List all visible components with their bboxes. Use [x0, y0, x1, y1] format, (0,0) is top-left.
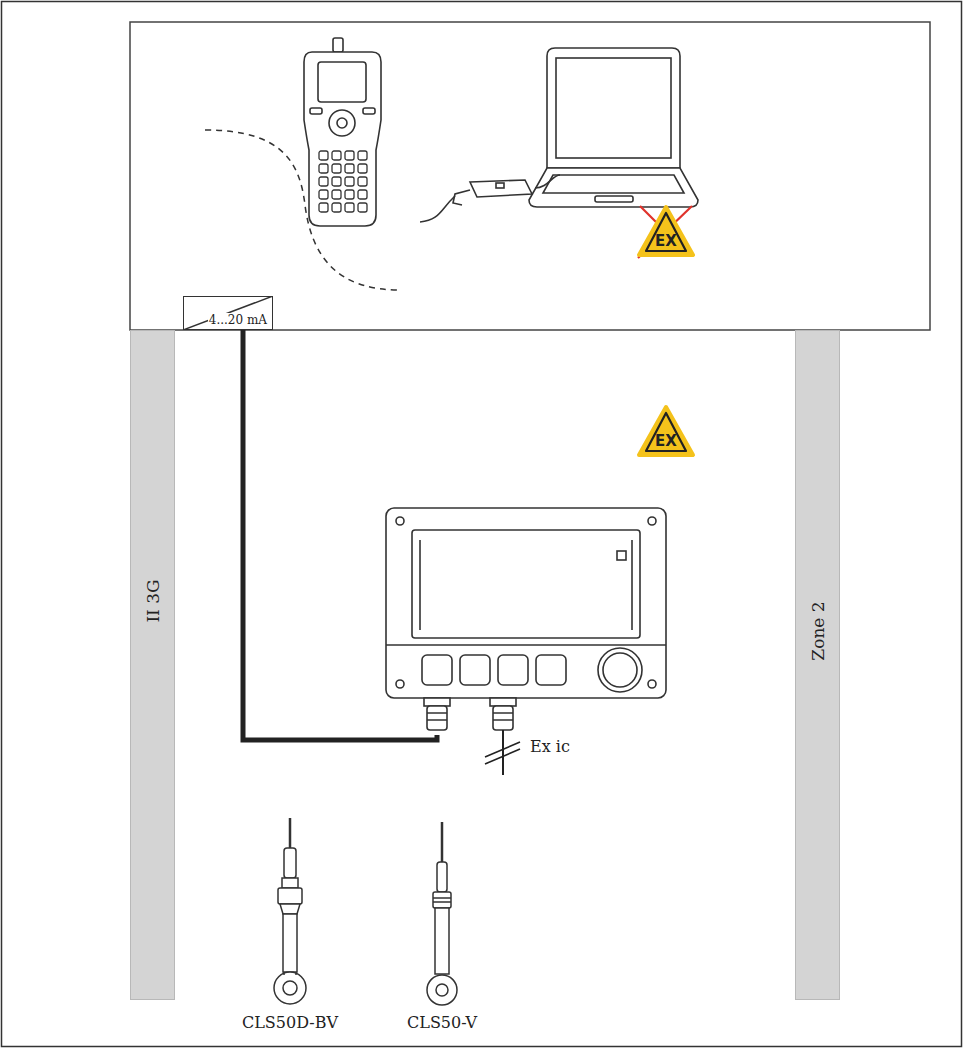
ex-warning-sign: EX: [636, 404, 696, 458]
triangle-shape: [639, 407, 693, 455]
signal-text: 4...20 mA: [208, 313, 268, 327]
sensor-label: CLS50D-BV: [242, 1013, 338, 1032]
zone-label: Zone 2: [808, 601, 828, 660]
zone-label: II 3G: [143, 579, 163, 622]
zone-band: Zone 2: [795, 330, 840, 1000]
triangle-border: [646, 213, 686, 251]
triangle-border: [646, 413, 686, 451]
ex-text: EX: [655, 432, 677, 450]
triangle-shape: [639, 207, 693, 255]
ex-text: EX: [655, 232, 677, 250]
cable-label: Ex ic: [530, 737, 570, 756]
sensor-label: CLS50-V: [407, 1013, 477, 1032]
signal-box: 4...20 mA: [183, 296, 273, 330]
ex-warning-sign: EX: [636, 204, 696, 258]
zone-band: II 3G: [130, 330, 175, 1000]
